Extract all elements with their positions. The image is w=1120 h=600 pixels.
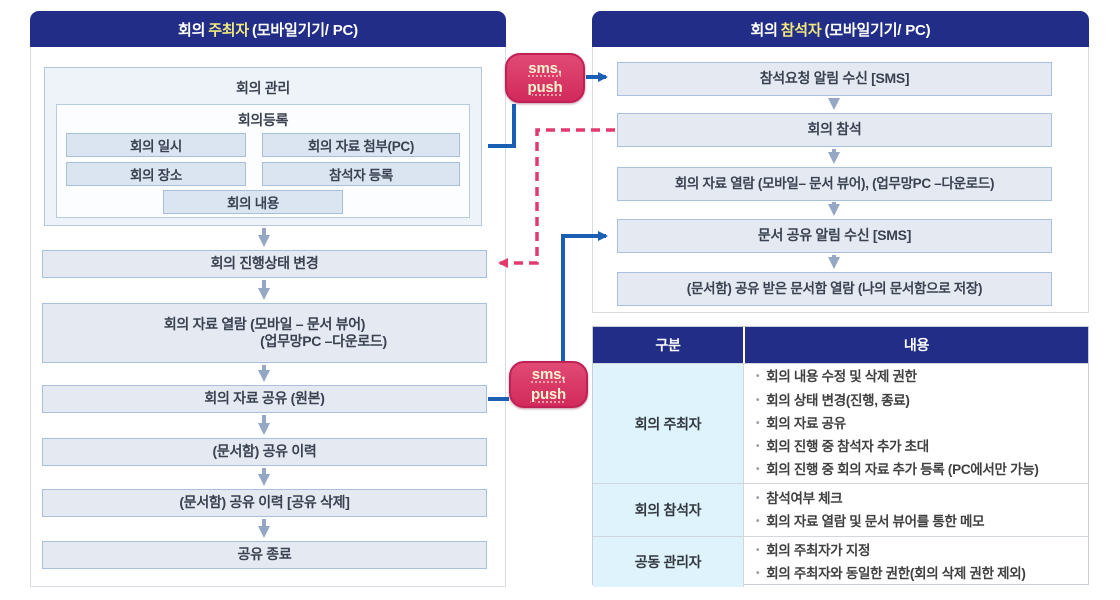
left-header-highlight: 주최자	[208, 21, 250, 39]
right-panel-header: 회의 참석자 (모바일기기/ PC)	[592, 11, 1089, 47]
box-meeting-file-attach: 회의 자료 첨부(PC)	[262, 133, 460, 157]
sms-push-badge-1-line2: push	[527, 79, 563, 96]
box-meeting-datetime: 회의 일시	[66, 133, 246, 157]
box-meeting-place: 회의 장소	[66, 162, 246, 186]
box-meeting-file-share: 회의 자료 공유 (원본)	[42, 385, 487, 413]
box-meeting-content: 회의 내용	[163, 190, 343, 214]
bullet-item: 회의 주최자와 동일한 권한(회의 삭제 권한 제외)	[754, 562, 1078, 585]
box-meeting-file-view-line1: 회의 자료 열람 (모바일 – 문서 뷰어)	[163, 315, 366, 332]
bullet-item: 회의 진행 중 회의 자료 추가 등록 (PC에서만 가능)	[754, 458, 1078, 481]
bullet-item: 참석여부 체크	[754, 487, 1078, 510]
table-row-attendee: 회의 참석자 참석여부 체크 회의 자료 열람 및 문서 뷰어를 통한 메모	[593, 483, 1088, 536]
box-meeting-status-change: 회의 진행상태 변경	[42, 250, 487, 278]
meeting-registration-title: 회의등록	[237, 112, 289, 128]
table-row-organizer: 회의 주최자 회의 내용 수정 및 삭제 권한 회의 상태 변경(진행, 종료)…	[593, 363, 1088, 483]
box-share-end: 공유 종료	[42, 541, 487, 569]
box-meeting-file-view-line2: (업무망PC –다운로드)	[260, 333, 387, 349]
sms-push-badge-1-line1: sms,	[528, 59, 562, 77]
left-header-pre: 회의	[178, 21, 206, 39]
box-meeting-file-view: 회의 자료 열람 (모바일 – 문서 뷰어) (업무망PC –다운로드)	[42, 303, 487, 363]
roles-table-header: 구분 내용	[593, 327, 1088, 363]
box-doc-share-sms: 문서 공유 알림 수신 [SMS]	[617, 219, 1052, 253]
right-header-highlight: 참석자	[780, 21, 822, 39]
bullet-item: 회의 주최자가 지정	[754, 539, 1078, 562]
box-meeting-attend: 회의 참석	[617, 113, 1052, 147]
bullet-item: 회의 진행 중 참석자 추가 초대	[754, 435, 1078, 458]
roles-table-header-content: 내용	[903, 337, 930, 353]
box-attendee-register: 참석자 등록	[262, 162, 460, 186]
sms-push-badge-2-line1: sms,	[531, 366, 566, 383]
sms-push-badge-2-line2: push	[530, 385, 567, 403]
right-header-post: (모바일기기/ PC)	[824, 21, 931, 39]
table-row-organizer-label: 회의 주최자	[593, 364, 744, 483]
box-share-history-delete: (문서함) 공유 이력 [공유 삭제]	[42, 489, 487, 517]
roles-table-header-category: 구분	[593, 327, 745, 363]
right-header-pre: 회의	[750, 21, 778, 39]
table-row-attendee-items: 참석여부 체크 회의 자료 열람 및 문서 뷰어를 통한 메모	[744, 484, 1088, 536]
meeting-management-title: 회의 관리	[236, 80, 290, 96]
sms-push-badge-2: sms, push	[509, 361, 588, 408]
bullet-item: 회의 상태 변경(진행, 종료)	[754, 389, 1078, 412]
table-row-coadmin-items: 회의 주최자가 지정 회의 주최자와 동일한 권한(회의 삭제 권한 제외)	[744, 537, 1088, 587]
box-share-history: (문서함) 공유 이력	[42, 438, 487, 466]
table-row-coadmin-label: 공동 관리자	[593, 537, 744, 587]
table-row-attendee-label: 회의 참석자	[593, 484, 744, 536]
sms-push-badge-1: sms, push	[505, 53, 585, 103]
bullet-item: 회의 자료 공유	[754, 412, 1078, 435]
bullet-item: 회의 자료 열람 및 문서 뷰어를 통한 메모	[754, 510, 1078, 533]
box-attend-request-sms: 참석요청 알림 수신 [SMS]	[617, 62, 1052, 96]
box-shared-docbox-view: (문서함) 공유 받은 문서함 열람 (나의 문서함으로 저장)	[617, 272, 1052, 306]
bullet-item: 회의 내용 수정 및 삭제 권한	[754, 365, 1078, 388]
table-row-coadmin: 공동 관리자 회의 주최자가 지정 회의 주최자와 동일한 권한(회의 삭제 권…	[593, 536, 1088, 587]
box-attendee-file-view: 회의 자료 열람 (모바일– 문서 뷰어), (업무망PC –다운로드)	[617, 167, 1052, 201]
table-row-organizer-items: 회의 내용 수정 및 삭제 권한 회의 상태 변경(진행, 종료) 회의 자료 …	[744, 364, 1088, 483]
roles-table: 구분 내용 회의 주최자 회의 내용 수정 및 삭제 권한 회의 상태 변경(진…	[592, 326, 1089, 587]
left-panel-header: 회의 주최자 (모바일기기/ PC)	[30, 11, 506, 47]
left-header-post: (모바일기기/ PC)	[252, 21, 358, 39]
